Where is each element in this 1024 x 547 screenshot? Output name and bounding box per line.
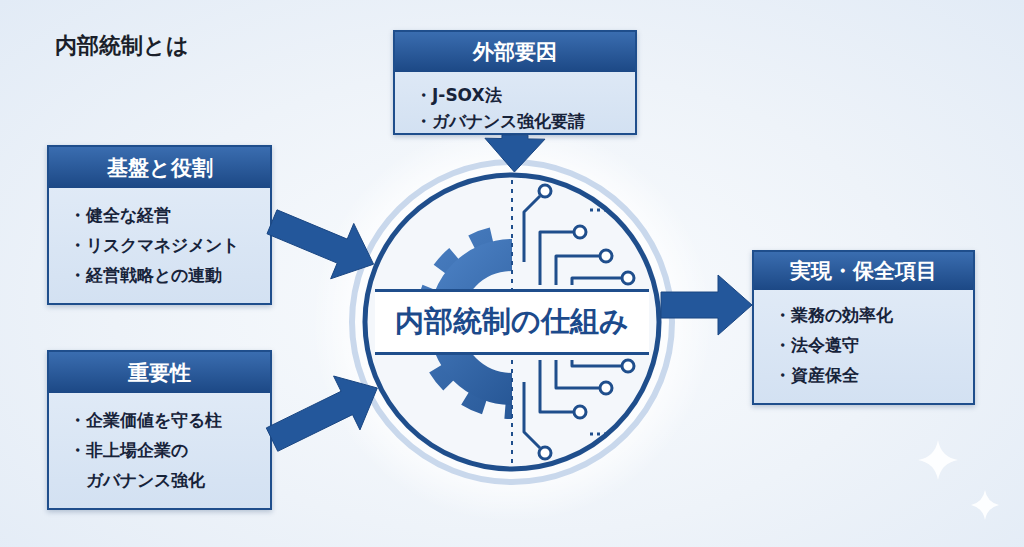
circle-ring — [365, 175, 659, 469]
circuit-node — [574, 406, 586, 418]
glow-halo — [312, 122, 712, 522]
mechanism-circle: 内部統制の仕組み — [362, 172, 662, 472]
flow-arrow — [267, 210, 374, 279]
circuit-node — [622, 272, 634, 284]
bullet-item: ・非上場企業の ガバナンス強化 — [69, 435, 260, 495]
box-heading: 基盤と役割 — [49, 147, 270, 188]
outer-halo-ring — [352, 162, 672, 482]
box-heading: 外部要因 — [395, 32, 635, 72]
circuit-node — [622, 360, 634, 372]
bullet-item: ・ガバナンス強化要請 — [415, 108, 625, 134]
circuit-trace — [572, 278, 622, 285]
bullet-item: ・リスクマネジメント — [69, 230, 260, 260]
bullet-item: ・業務の効率化 — [774, 300, 963, 330]
box-heading: 実現・保全項目 — [754, 252, 973, 290]
circuit-node — [539, 185, 551, 197]
circuit-trace — [524, 196, 540, 262]
box-heading: 重要性 — [49, 352, 270, 393]
circuit-node — [539, 447, 551, 459]
sparkle — [971, 490, 999, 520]
bullet-item: ・健全な経営 — [69, 200, 260, 230]
category-box: 基盤と役割・健全な経営・リスクマネジメント・経営戦略との連動 — [47, 145, 272, 305]
bullet-item: ・企業価値を守る柱 — [69, 405, 260, 435]
circuit-node — [574, 226, 586, 238]
circuit-node — [600, 382, 612, 394]
flow-arrow — [661, 275, 752, 335]
circuit-node — [600, 250, 612, 262]
circuit-trace — [524, 382, 540, 448]
category-box: 重要性・企業価値を守る柱・非上場企業の ガバナンス強化 — [47, 350, 272, 510]
category-box: 実現・保全項目・業務の効率化・法令遵守・資産保全 — [752, 250, 975, 405]
diagram-title: 内部統制とは — [55, 31, 189, 61]
bullet-item: ・資産保全 — [774, 360, 963, 390]
circle-fill — [362, 172, 662, 472]
bullet-item: ・経営戦略との連動 — [69, 260, 260, 290]
flow-arrow — [485, 135, 545, 172]
bullet-item: ・J-SOX法 — [415, 82, 625, 108]
title-band: 内部統制の仕組み — [375, 289, 649, 355]
circle-label: 内部統制の仕組み — [395, 302, 629, 342]
category-box: 外部要因・J-SOX法・ガバナンス強化要請 — [393, 30, 637, 135]
flow-arrow — [266, 376, 377, 451]
circuit-trace — [556, 360, 600, 388]
bullet-item: ・法令遵守 — [774, 330, 963, 360]
circuit-trace — [572, 360, 622, 366]
circuit-trace — [556, 256, 600, 285]
sparkle — [918, 440, 958, 480]
